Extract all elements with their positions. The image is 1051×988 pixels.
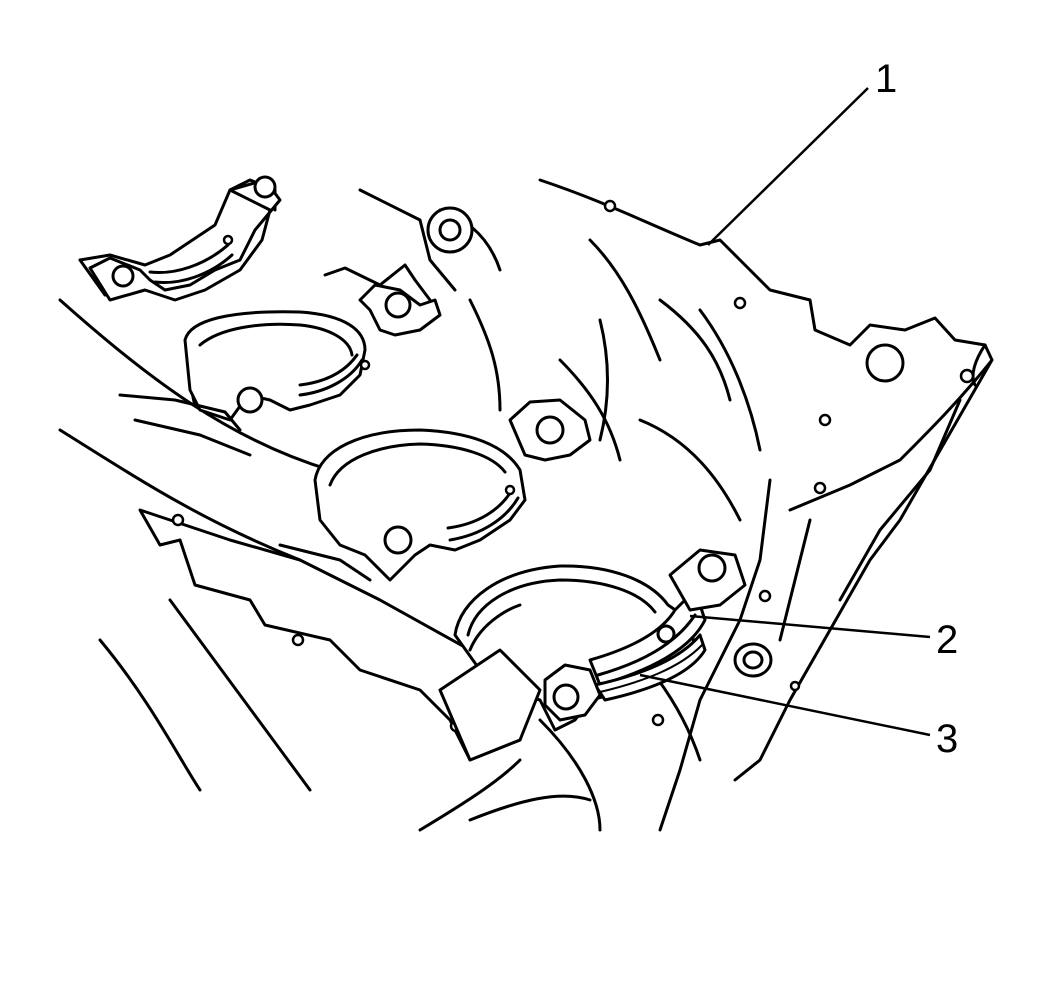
main-bearing-saddle-3: [133, 398, 592, 582]
leader-line-1: [707, 87, 869, 246]
callout-labels: 1 2 3: [875, 57, 958, 761]
leader-lines: [639, 87, 931, 737]
callout-3: 3: [936, 717, 958, 761]
front-bulkhead-bolt-bosses: [438, 548, 747, 762]
callout-2: 2: [936, 618, 958, 662]
thrust-bearing-flange: [593, 633, 707, 702]
callout-1: 1: [875, 57, 897, 101]
engine-block: [58, 178, 994, 832]
leader-line-3: [639, 673, 931, 737]
main-bearing-saddle-1: [88, 175, 282, 302]
leader-line-2: [689, 614, 931, 639]
main-bearing-saddle-2: [118, 283, 442, 432]
